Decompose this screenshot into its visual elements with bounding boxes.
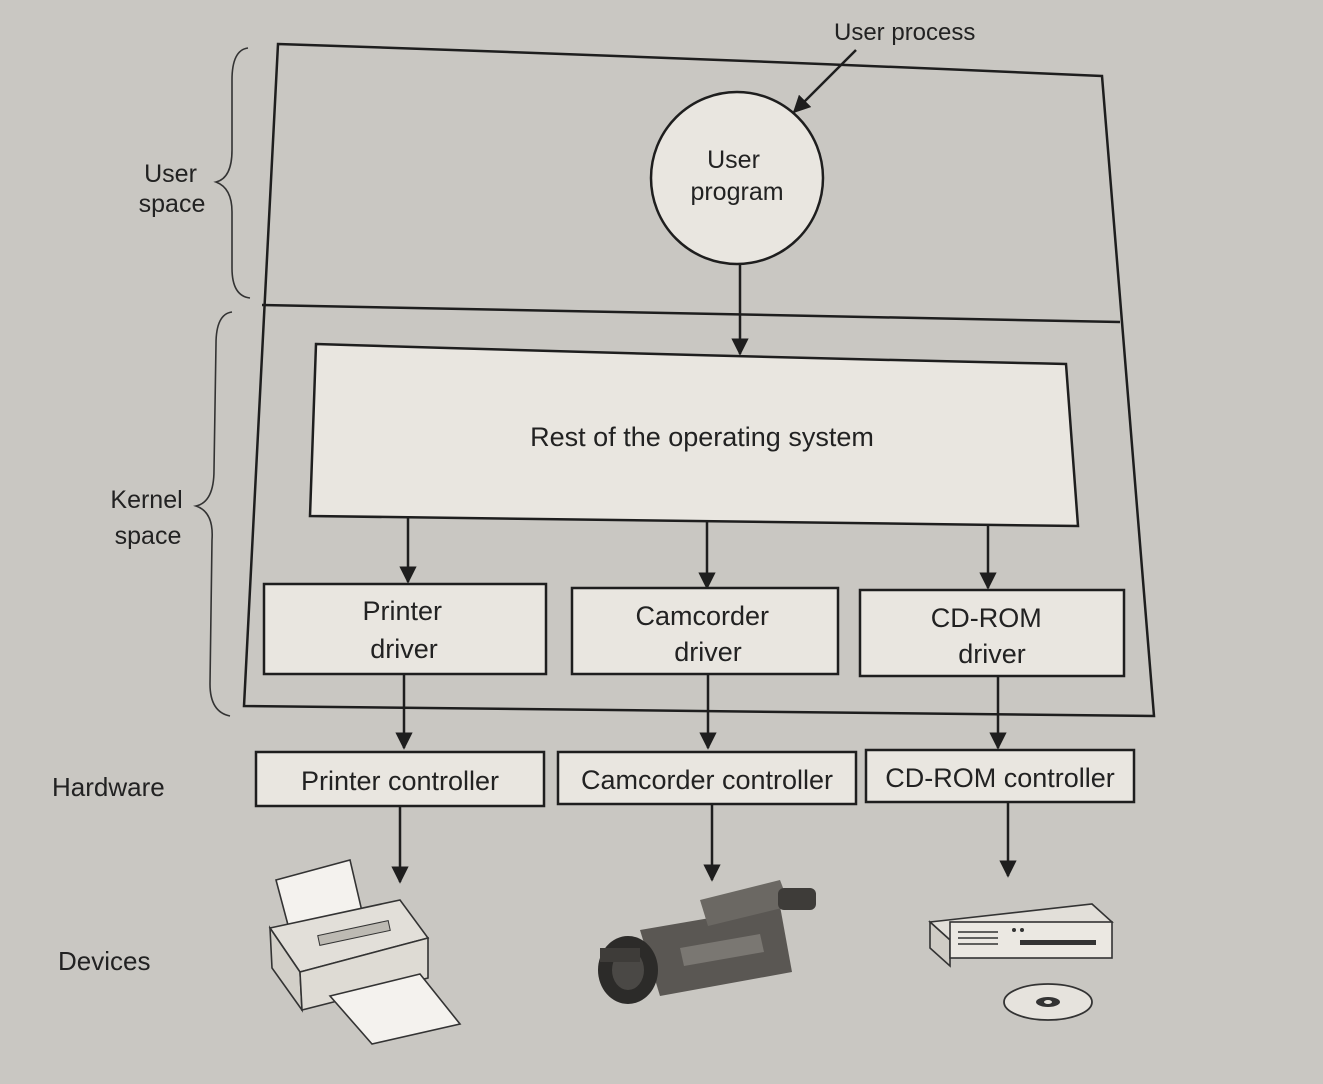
system-frame (242, 42, 1156, 718)
rest-of-os-label: Rest of the operating system (530, 422, 874, 452)
user-process-label: User process (834, 19, 975, 46)
svg-text:CD-ROM driver: CD-ROM driver (931, 603, 1050, 669)
printer-driver-box: Printer driver (262, 582, 548, 676)
printer-icon (268, 859, 462, 1045)
camcorder-controller-box: Camcorder controller (556, 750, 858, 806)
svg-text:Camcorder controller: Camcorder controller (581, 765, 833, 795)
cdrom-driver-box: CD-ROM driver (858, 588, 1126, 678)
svg-text:Camcorder driver: Camcorder driver (635, 601, 776, 667)
kernel-space-brace (193, 311, 233, 717)
devices-label: Devices (58, 946, 150, 976)
hardware-label: Hardware (52, 772, 165, 802)
kernel-space-label: Kernel space (110, 486, 189, 550)
user-program-node: User program (649, 90, 825, 266)
user-kernel-boundary (261, 303, 1121, 324)
user-program-label-line2: program (690, 178, 783, 206)
svg-text:User program: User program (690, 146, 783, 206)
cdrom-drive-icon (928, 903, 1114, 968)
user-space-label: User space (139, 160, 206, 218)
user-process-arrow (792, 49, 857, 114)
svg-text:Printer driver: Printer driver (362, 596, 449, 664)
user-space-brace (213, 47, 251, 299)
printer-controller-box: Printer controller (254, 750, 546, 808)
user-program-label-line1: User (707, 146, 760, 174)
svg-text:Printer controller: Printer controller (301, 766, 499, 796)
cd-disc-icon (1003, 983, 1093, 1021)
camcorder-icon (598, 880, 816, 1004)
svg-text:CD-ROM controller: CD-ROM controller (885, 763, 1115, 793)
camcorder-driver-box: Camcorder driver (570, 586, 840, 676)
cdrom-controller-box: CD-ROM controller (864, 748, 1136, 804)
rest-of-os-box: Rest of the operating system (308, 342, 1080, 528)
